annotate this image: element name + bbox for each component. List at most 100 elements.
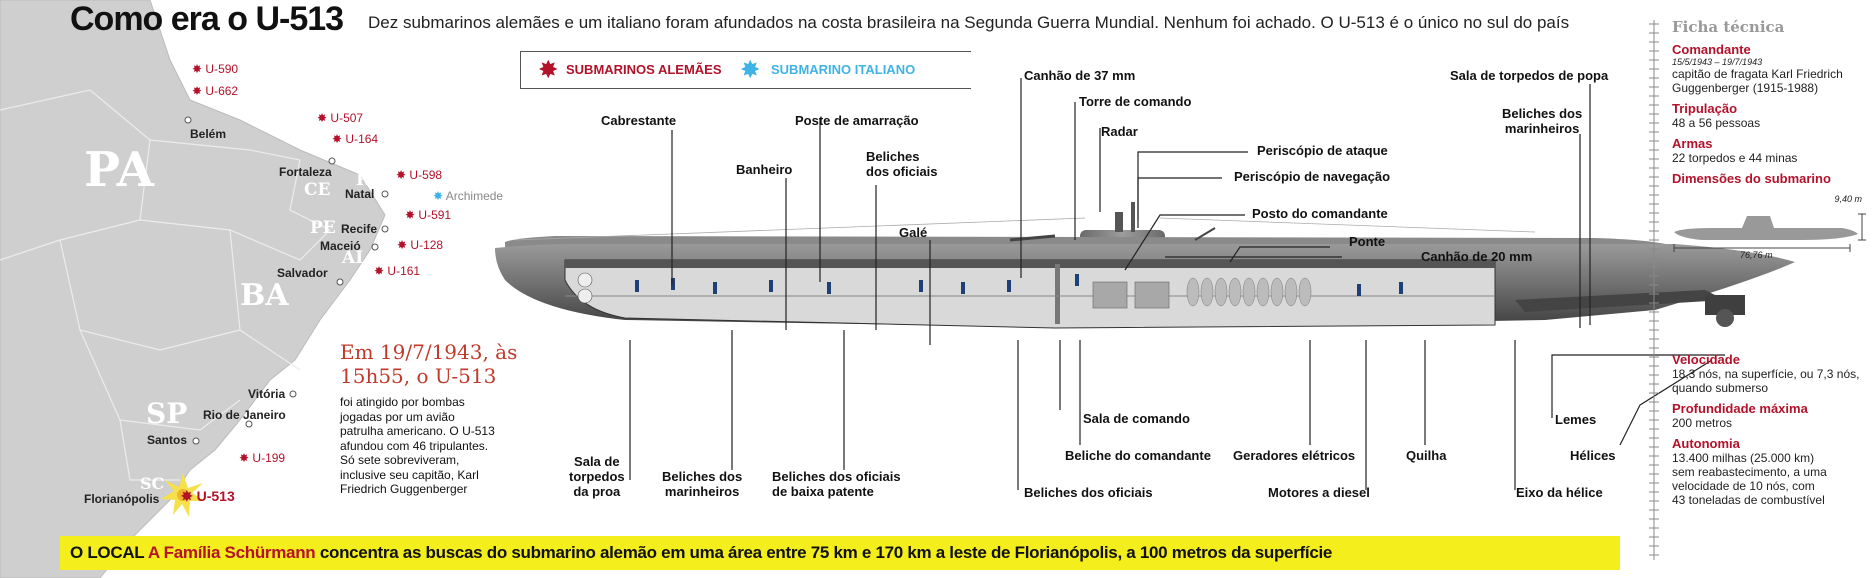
german-sub-icon: ✸	[332, 132, 343, 146]
bottom-lead: O LOCAL	[70, 543, 145, 562]
page-subtitle: Dez submarinos alemães e um italiano for…	[368, 13, 1570, 32]
city-recife: Recife	[341, 222, 378, 236]
sheet-profundidade-text: 200 metros	[1672, 416, 1733, 430]
german-sub-icon: ✸	[192, 84, 203, 98]
city-natal: Natal	[345, 187, 375, 201]
bottom-banner-text: O LOCAL A Família Schürmann concentra as…	[70, 543, 1332, 563]
sub-u513: ✸ U-513	[181, 488, 235, 504]
state-sc: SC	[140, 474, 165, 493]
periscope	[1115, 212, 1123, 232]
label-gale: Galé	[899, 225, 928, 240]
german-sub-icon: ✸	[396, 168, 407, 182]
sub-u662: ✸ U-662	[192, 84, 239, 98]
state-rn: RN	[356, 170, 386, 190]
sheet-tripulacao-heading: Tripulação	[1672, 101, 1738, 116]
state-es: ES	[280, 372, 304, 391]
sheet-autonomia-heading: Autonomia	[1672, 436, 1740, 451]
page-title: Como era o U-513	[70, 0, 344, 38]
state-al: AL	[342, 248, 368, 268]
brazil-coast-map	[0, 0, 389, 578]
city-belem: Belém	[190, 127, 227, 141]
state-ba: BA	[240, 278, 289, 313]
legend-german: SUBMARINOS ALEMÃES	[566, 62, 722, 77]
german-sub-icon: ✸	[181, 488, 193, 504]
label-torre: Torre de comando	[1079, 94, 1192, 109]
german-sub-icon: ✸	[317, 111, 328, 125]
sheet-comandante-dates: 15/5/1943 – 19/7/1943	[1672, 57, 1763, 67]
gun-37mm	[1009, 234, 1056, 242]
label-geradores: Geradores elétricos	[1233, 448, 1356, 463]
label-beliches-oficiais-top: Beliches dos oficiais	[866, 149, 938, 179]
label-periscopio-ataque: Periscópio de ataque	[1257, 143, 1388, 158]
label-ponte: Ponte	[1349, 234, 1386, 249]
submarine-cutaway	[495, 202, 1795, 329]
sub-u199: ✸ U-199	[239, 451, 286, 465]
interior-section	[564, 259, 1496, 329]
sub-u590: ✸ U-590	[192, 62, 239, 76]
sub-u591: ✸ U-591	[405, 208, 452, 222]
city-vitoria: Vitória	[248, 387, 286, 401]
legend: ✸ SUBMARINOS ALEMÃES ✸ SUBMARINO ITALIAN…	[520, 51, 971, 89]
sheet-velocidade-text: 18,3 nós, na superfície, ou 7,3 nós, qua…	[1672, 367, 1860, 395]
sub-archimede: ✸ Archimede	[433, 189, 504, 203]
italian-sub-icon: ✸	[433, 189, 444, 203]
label-beliches-baixa: Beliches dos oficiais de baixa patente	[772, 469, 901, 499]
state-sp: SP	[146, 397, 188, 430]
sub-u598: ✸ U-598	[396, 168, 443, 182]
tech-sheet-title: Ficha técnica	[1672, 18, 1785, 36]
label-motores: Motores a diesel	[1268, 485, 1370, 500]
label-posto: Posto do comandante	[1252, 206, 1388, 221]
german-sub-icon: ✸	[239, 451, 250, 465]
label-beliche-comandante: Beliche do comandante	[1065, 448, 1211, 463]
brazil-landmass	[0, 0, 386, 578]
label-eixo: Eixo da hélice	[1516, 485, 1603, 500]
bottom-family: A Família Schürmann	[147, 543, 316, 562]
bottom-banner	[60, 536, 1620, 570]
label-sala-comando: Sala de comando	[1083, 411, 1190, 426]
label-quilha: Quilha	[1406, 448, 1447, 463]
legend-italian: SUBMARINO ITALIANO	[771, 62, 916, 77]
sheet-dimensoes-heading: Dimensões do submarino	[1672, 171, 1831, 186]
label-cabrestante: Cabrestante	[601, 113, 677, 128]
state-borders	[0, 89, 331, 481]
german-sub-icon: ✸	[539, 57, 558, 82]
label-lemes: Lemes	[1555, 412, 1597, 427]
city-salvador: Salvador	[277, 266, 328, 280]
sheet-height: 9,40 m	[1834, 194, 1862, 204]
german-sub-icon: ✸	[374, 264, 385, 278]
german-sub-icon: ✸	[397, 238, 408, 252]
rudders	[1705, 295, 1745, 315]
label-poste: Poste de amarração	[795, 113, 919, 128]
tech-sheet: Ficha técnica Comandante 15/5/1943 – 19/…	[1672, 18, 1872, 507]
label-beliches-marinheiros-top: Beliches dos marinheiros	[1502, 106, 1583, 136]
sheet-armas-heading: Armas	[1672, 136, 1713, 151]
label-sala-proa: Sala de torpedos da proa	[569, 454, 625, 499]
label-sala-popa: Sala de torpedos de popa	[1450, 68, 1609, 83]
sheet-comandante-heading: Comandante	[1672, 42, 1751, 57]
label-banheiro: Banheiro	[736, 162, 793, 177]
city-maceio: Maceió	[320, 239, 361, 253]
bottom-rest: concentra as buscas do submarino alemão …	[319, 543, 1333, 562]
sub-u507: ✸ U-507	[317, 111, 364, 125]
city-florianopolis: Florianópolis	[84, 492, 160, 506]
label-canhao-20: Canhão de 20 mm	[1421, 249, 1533, 264]
label-radar: Radar	[1101, 124, 1138, 139]
battery-cells	[1186, 277, 1312, 307]
diesel-engines	[1092, 281, 1170, 309]
german-sub-icon: ✸	[192, 62, 203, 76]
state-ce: CE	[304, 180, 331, 200]
submarine-silhouette-icon	[1673, 213, 1866, 252]
city-fortaleza: Fortaleza	[279, 165, 332, 179]
propeller	[1716, 309, 1734, 327]
sheet-profundidade-heading: Profundidade máxima	[1672, 401, 1808, 416]
label-periscopio-nav: Periscópio de navegação	[1234, 169, 1391, 184]
sheet-tripulacao-text: 48 a 56 pessoas	[1672, 116, 1761, 130]
sheet-ruler	[1649, 20, 1659, 560]
label-beliches-oficiais-bot: Beliches dos oficiais	[1024, 485, 1153, 500]
sheet-velocidade-heading: Velocidade	[1672, 352, 1740, 367]
state-pe: PE	[310, 218, 336, 238]
sub-u164: ✸ U-164	[332, 132, 379, 146]
sub-u128: ✸ U-128	[397, 238, 444, 252]
u513-impact-burst	[161, 473, 205, 517]
sheet-dimensions-figure: 9,40 m 76,76 m	[1672, 186, 1872, 260]
